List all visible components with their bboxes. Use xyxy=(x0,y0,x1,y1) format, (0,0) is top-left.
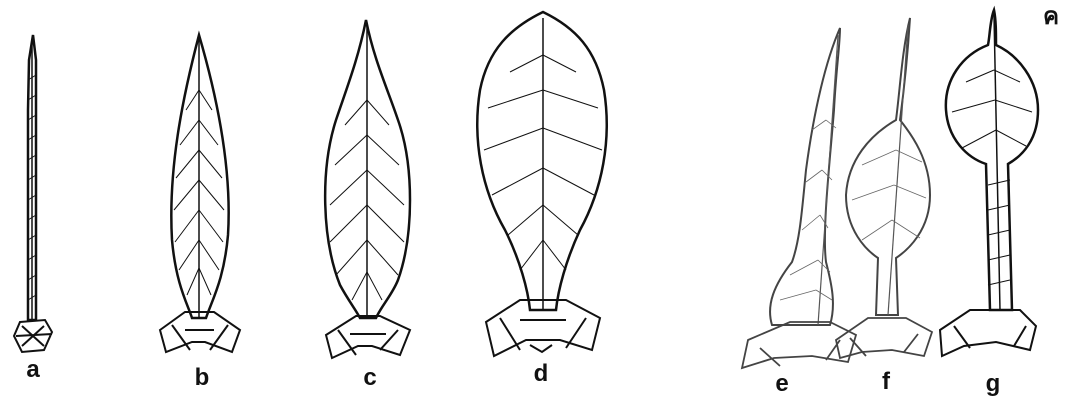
leaf-outline-b xyxy=(171,35,228,318)
panel-a: a xyxy=(14,35,52,383)
panel-e: e xyxy=(742,28,856,397)
panel-label-f: f xyxy=(882,368,891,395)
leaf-outline-f xyxy=(846,18,930,315)
panel-c: c xyxy=(325,20,410,391)
leaf-outline-d xyxy=(477,12,606,310)
leaf-outline-g xyxy=(946,10,1038,310)
base-a xyxy=(14,320,52,352)
panel-label-e: e xyxy=(775,370,788,397)
panel-label-d: d xyxy=(534,360,549,387)
midrib-g xyxy=(994,15,1000,310)
veins-g xyxy=(952,70,1032,148)
midrib-f xyxy=(888,25,908,315)
midrib-e xyxy=(818,35,838,325)
base-c xyxy=(326,316,410,358)
panel-d: d xyxy=(477,12,606,387)
corner-mark: ค xyxy=(1043,2,1059,30)
veins-f xyxy=(852,150,926,240)
base-e xyxy=(742,322,856,368)
panel-label-c: c xyxy=(363,364,376,391)
panel-g: g xyxy=(940,10,1038,397)
veins-e xyxy=(780,120,836,300)
leaf-outline-e xyxy=(770,28,840,325)
panel-b: b xyxy=(160,35,240,391)
panel-label-b: b xyxy=(195,364,210,391)
panel-f: f xyxy=(836,18,932,395)
panel-label-g: g xyxy=(986,370,1001,397)
panel-label-a: a xyxy=(26,356,40,383)
base-g xyxy=(940,310,1036,356)
